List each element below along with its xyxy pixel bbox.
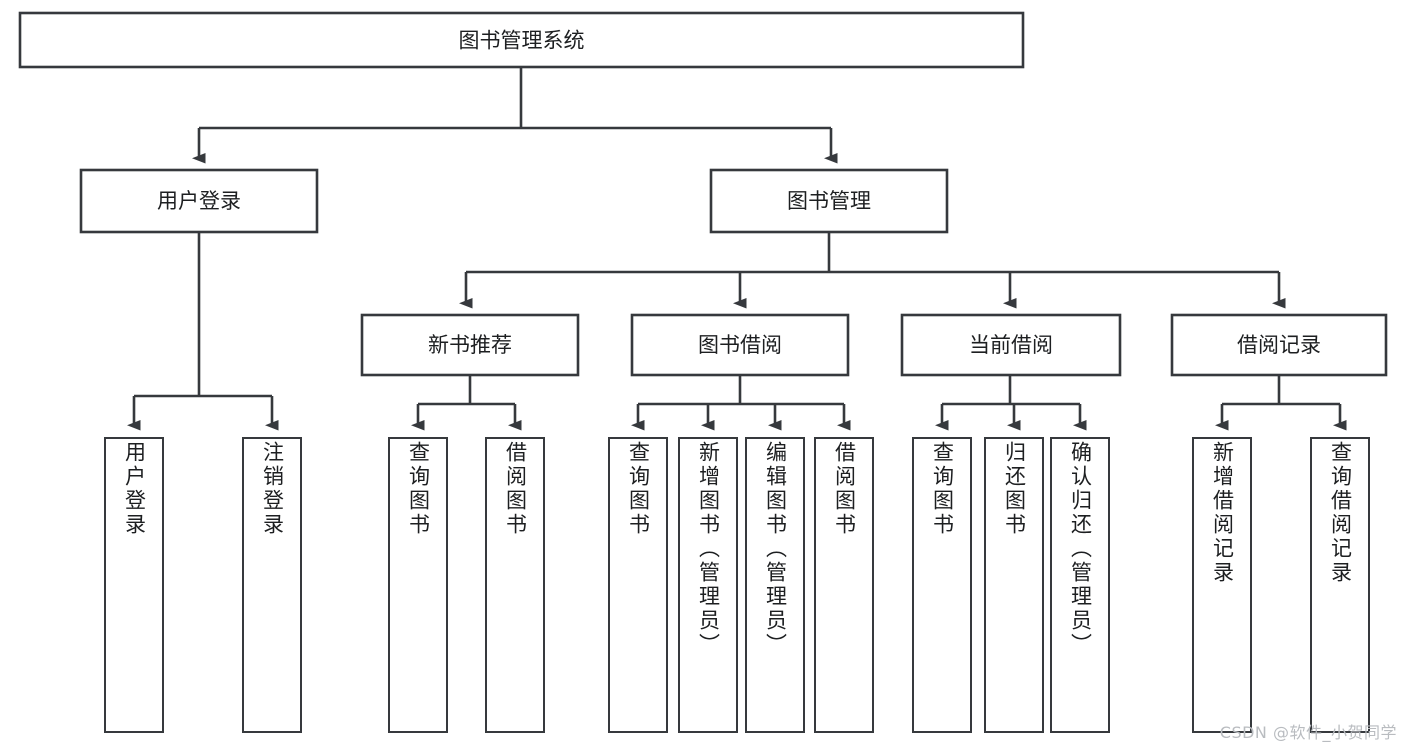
leaf-label: 注销登录 (260, 441, 285, 537)
node-user-login-label: 用户登录 (157, 189, 241, 213)
node-book-management-label: 图书管理 (787, 189, 871, 213)
leaf-label: 确认归还（管理员） (1068, 441, 1093, 657)
node-book-management-rect (709, 168, 949, 234)
node-current-borrow-label: 当前借阅 (969, 333, 1053, 357)
node-root-label: 图书管理系统 (459, 29, 585, 53)
leaf-node-add-book-admin[interactable]: 新增图书（管理员） (678, 437, 738, 733)
leaf-label: 编辑图书（管理员） (763, 441, 788, 657)
leaf-node-query-book-borrow[interactable]: 查询图书 (608, 437, 668, 733)
leaf-node-query-book-current[interactable]: 查询图书 (912, 437, 972, 733)
edge-group-new-book (411, 375, 522, 431)
node-borrow-records-rect (1170, 313, 1388, 377)
leaf-node-query-borrow-record[interactable]: 查询借阅记录 (1310, 437, 1370, 733)
leaf-label: 新增借阅记录 (1210, 441, 1235, 585)
node-current-borrow-rect (900, 313, 1122, 377)
edge-group-current (935, 375, 1087, 431)
leaf-node-return-book[interactable]: 归还图书 (984, 437, 1044, 733)
node-new-book-recommend-label: 新书推荐 (428, 333, 512, 357)
leaf-node-logout[interactable]: 注销登录 (242, 437, 302, 733)
leaf-label: 查询借阅记录 (1328, 441, 1353, 585)
leaf-label: 归还图书 (1002, 441, 1027, 537)
node-new-book-recommend[interactable]: 新书推荐 (360, 313, 580, 377)
leaf-label: 新增图书（管理员） (696, 441, 721, 657)
edge-group-borrow (631, 375, 851, 431)
leaf-label: 用户登录 (122, 441, 147, 537)
node-book-management[interactable]: 图书管理 (709, 168, 949, 234)
leaf-node-edit-book-admin[interactable]: 编辑图书（管理员） (745, 437, 805, 733)
edge-group-user-login (127, 232, 279, 431)
leaf-label: 借阅图书 (832, 441, 857, 537)
node-borrow-records[interactable]: 借阅记录 (1170, 313, 1388, 377)
node-root-rect (18, 11, 1025, 69)
leaf-node-add-borrow-record[interactable]: 新增借阅记录 (1192, 437, 1252, 733)
leaf-node-query-book-newbook[interactable]: 查询图书 (388, 437, 448, 733)
node-user-login-rect (79, 168, 319, 234)
node-user-login[interactable]: 用户登录 (79, 168, 319, 234)
leaf-node-borrow-book-newbook[interactable]: 借阅图书 (485, 437, 545, 733)
leaf-node-lend-book[interactable]: 借阅图书 (814, 437, 874, 733)
node-borrow-records-label: 借阅记录 (1237, 333, 1321, 357)
leaf-node-user-login[interactable]: 用户登录 (104, 437, 164, 733)
edge-group-root (192, 67, 838, 164)
leaf-node-confirm-return-admin[interactable]: 确认归还（管理员） (1050, 437, 1110, 733)
node-new-book-recommend-rect (360, 313, 580, 377)
leaf-label: 查询图书 (626, 441, 651, 537)
node-book-borrow-label: 图书借阅 (698, 333, 782, 357)
node-book-borrow[interactable]: 图书借阅 (630, 313, 850, 377)
node-root[interactable]: 图书管理系统 (18, 11, 1025, 69)
leaf-label: 查询图书 (930, 441, 955, 537)
watermark-text: CSDN @软件_小贺同学 (1219, 723, 1397, 742)
leaf-label: 查询图书 (406, 441, 431, 537)
node-current-borrow[interactable]: 当前借阅 (900, 313, 1122, 377)
node-book-borrow-rect (630, 313, 850, 377)
edge-group-records (1215, 375, 1347, 431)
edge-group-book-mgmt (459, 232, 1286, 309)
leaf-label: 借阅图书 (503, 441, 528, 537)
